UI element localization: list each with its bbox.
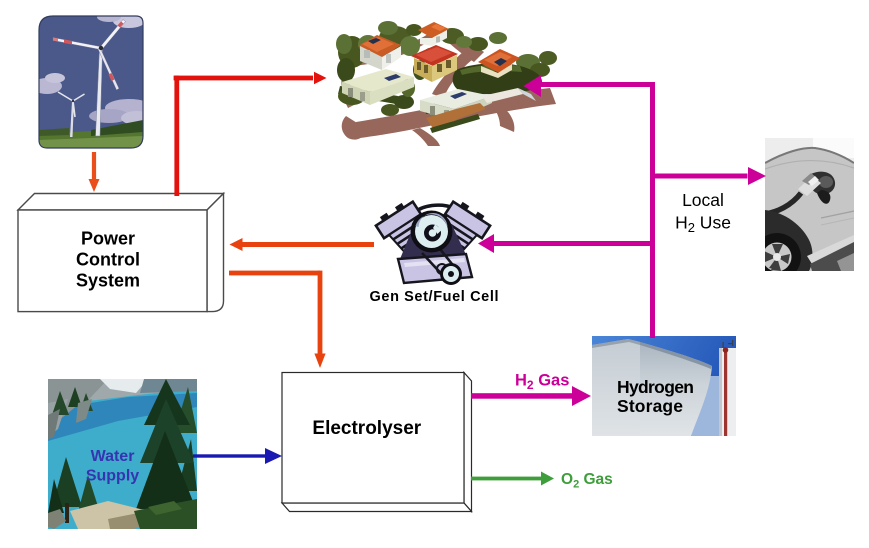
svg-text:Storage: Storage xyxy=(617,396,683,416)
svg-text:Local: Local xyxy=(682,190,724,210)
svg-text:Control: Control xyxy=(76,250,140,270)
svg-text:H2 Gas: H2 Gas xyxy=(515,372,569,393)
svg-text:O2 Gas: O2 Gas xyxy=(561,471,613,491)
svg-text:Power: Power xyxy=(81,229,135,249)
svg-text:Gen Set/Fuel Cell: Gen Set/Fuel Cell xyxy=(370,289,499,305)
svg-text:Hydrogen: Hydrogen xyxy=(617,377,694,397)
svg-text:System: System xyxy=(76,271,140,291)
svg-text:H2 Use: H2 Use xyxy=(675,213,731,236)
svg-text:Electrolyser: Electrolyser xyxy=(312,418,421,439)
svg-text:Supply: Supply xyxy=(86,468,139,485)
svg-text:Water: Water xyxy=(91,448,135,465)
